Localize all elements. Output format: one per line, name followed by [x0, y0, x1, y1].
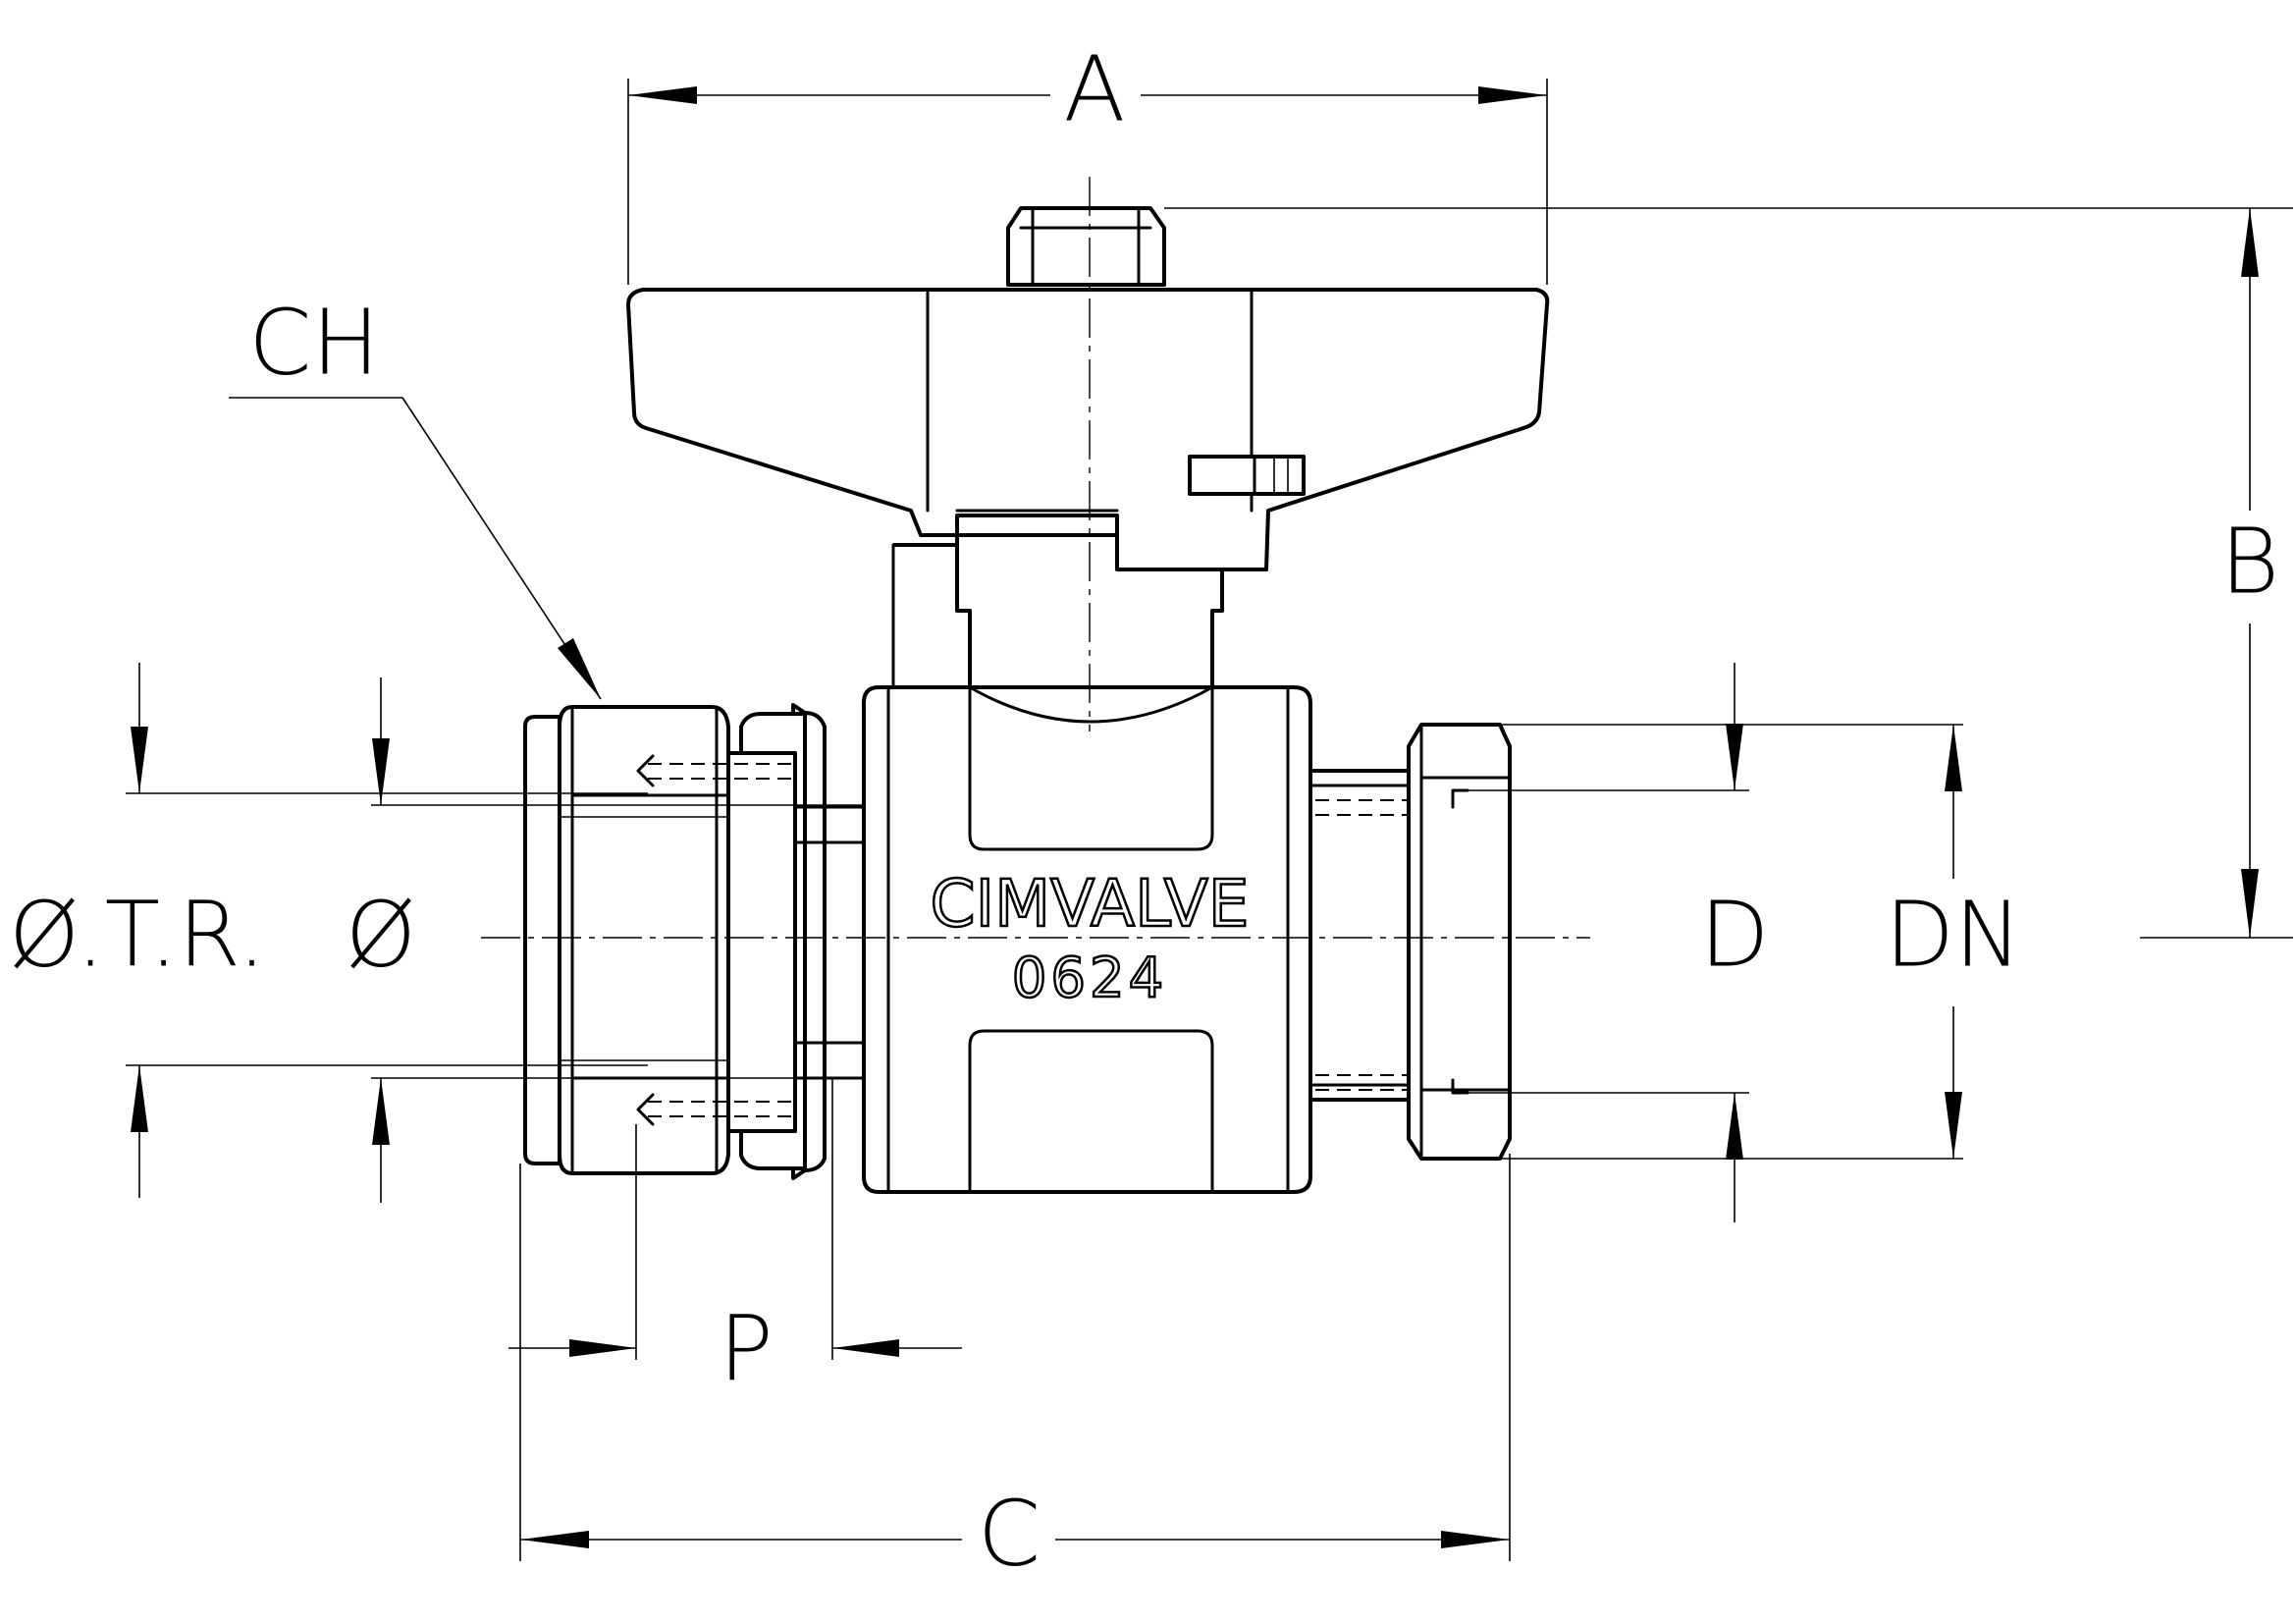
label-dn: DN — [1885, 883, 2022, 988]
valve-body — [862, 685, 1312, 1194]
brand-marking: CIMVALVE — [931, 866, 1250, 942]
code-marking: 0624 — [1012, 947, 1168, 1010]
dimension-d: D — [1453, 663, 1769, 1222]
dimension-diameter: Ø — [346, 677, 864, 1203]
label-b: B — [2220, 510, 2279, 615]
left-connector — [523, 703, 866, 1180]
valve-neck — [891, 533, 1224, 689]
right-connector — [1308, 723, 1512, 1161]
dimension-otr: Ø.T.R. — [9, 663, 648, 1198]
label-c: C — [978, 1482, 1041, 1587]
dimension-b: B — [1164, 207, 2293, 939]
label-ch: CH — [248, 291, 379, 396]
valve-handle — [626, 206, 1550, 571]
label-a: A — [1064, 37, 1126, 142]
dimension-dn: DN — [1500, 724, 2022, 1160]
label-otr: Ø.T.R. — [9, 883, 266, 988]
label-diameter: Ø — [346, 883, 416, 988]
dimension-c: C — [519, 1154, 1511, 1587]
label-p: P — [719, 1297, 773, 1402]
dimension-ch: CH — [229, 291, 602, 700]
label-d: D — [1700, 883, 1770, 988]
dimension-p: P — [508, 1078, 962, 1402]
dimension-a: A — [627, 37, 1548, 285]
